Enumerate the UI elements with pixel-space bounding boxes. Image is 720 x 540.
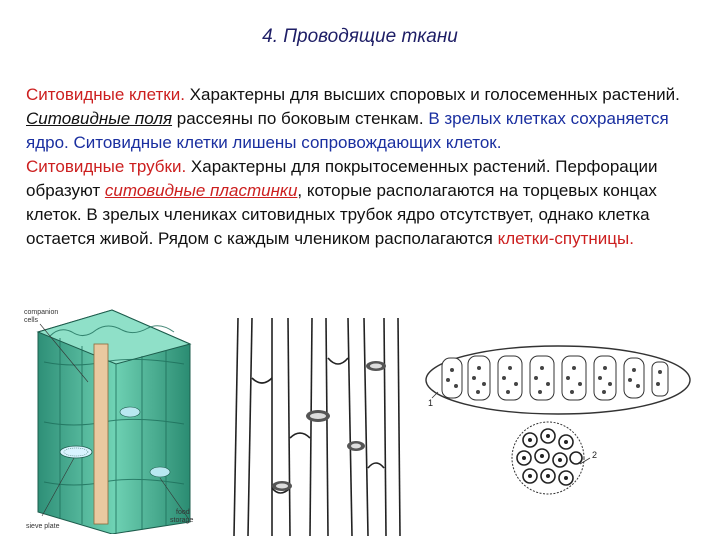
label-sieve-plate: sieve plate bbox=[26, 523, 60, 530]
sieve-plate-diagram: 1 2 bbox=[425, 345, 691, 495]
term-sieve-tubes: Ситовидные трубки. bbox=[26, 157, 187, 176]
p1-text2: рассеяны по боковым стенкам. bbox=[172, 109, 429, 128]
sieve-cells-drawing bbox=[233, 318, 401, 536]
p2-text1: Характерны для покрытосеменных растений.… bbox=[26, 157, 658, 200]
label-companion: companion bbox=[24, 309, 58, 316]
term-companion-cells: клетки-спутницы. bbox=[497, 229, 634, 248]
label-1: 1 bbox=[428, 398, 433, 408]
p1-text1: Характерны для высших споровых и голосем… bbox=[184, 85, 680, 104]
slide-title: 4. Проводящие ткани bbox=[262, 26, 458, 47]
term-sieve-cells: Ситовидные клетки. bbox=[26, 85, 185, 104]
paragraph-sieve-tubes: Ситовидные трубки. Характерны для покрыт… bbox=[26, 155, 706, 251]
term-sieve-plates: ситовидные пластинки bbox=[104, 181, 298, 200]
term-sieve-fields: Ситовидные поля bbox=[26, 109, 173, 128]
label-2: 2 bbox=[592, 450, 597, 460]
label-food: food bbox=[176, 509, 190, 516]
label-cells: cells bbox=[24, 317, 39, 324]
label-storage: storage bbox=[170, 517, 193, 524]
p1-text3: В зрелых клетках сохраняется ядро. Ситов… bbox=[26, 109, 669, 152]
phloem-3d-illustration: companion cells sieve plate food storage bbox=[24, 309, 193, 534]
p2-text2: , которые располагаются на торцевых конц… bbox=[26, 181, 657, 248]
paragraph-sieve-cells: Ситовидные клетки. Характерны для высших… bbox=[26, 83, 706, 155]
body-text: Ситовидные клетки. Характерны для высших… bbox=[26, 83, 706, 251]
